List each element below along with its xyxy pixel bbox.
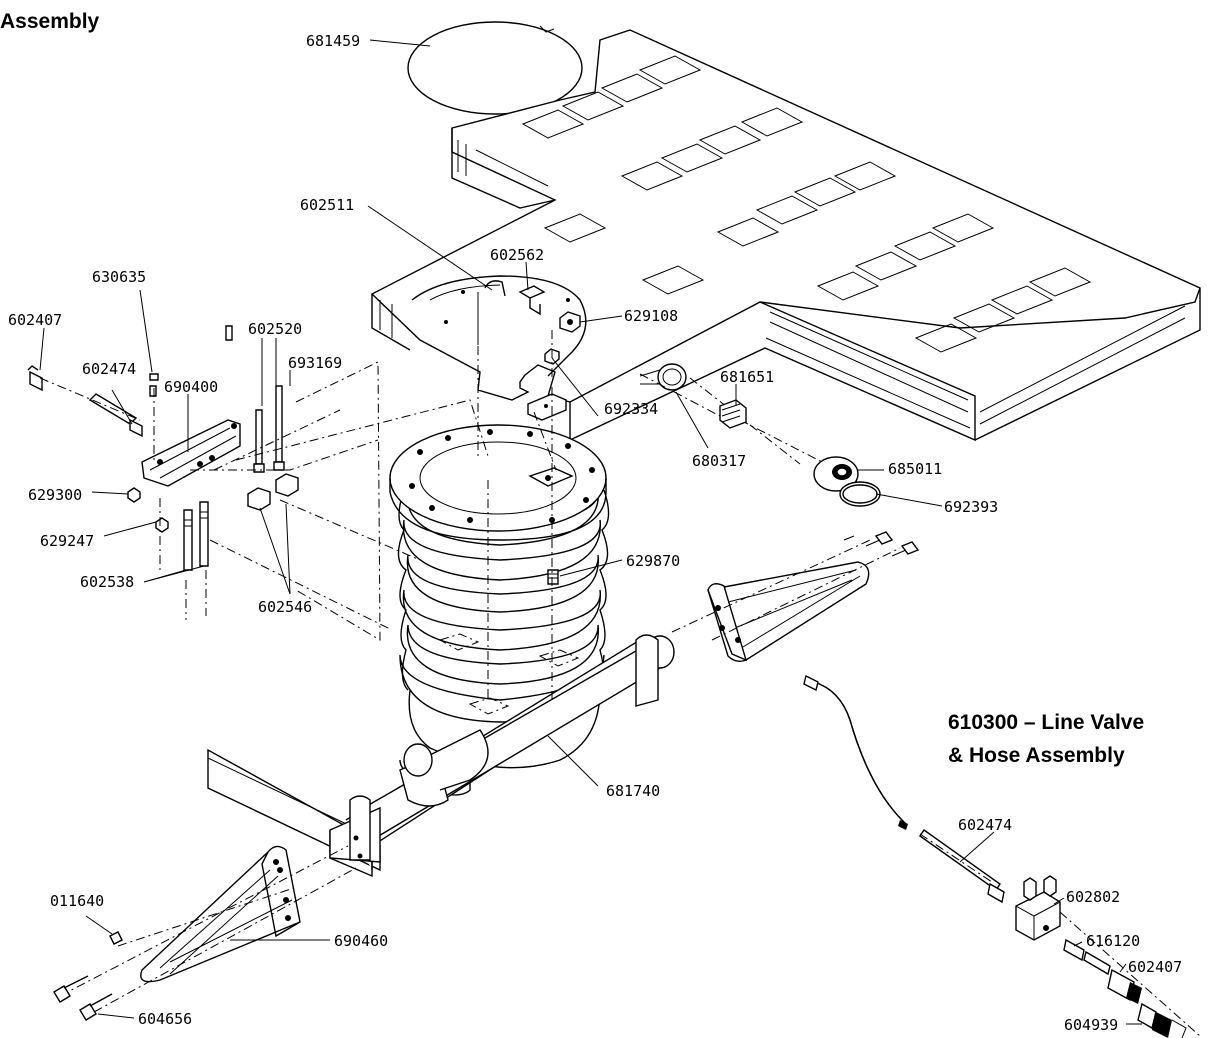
label-685011: 685011 bbox=[888, 460, 942, 478]
label-681459: 681459 bbox=[306, 32, 360, 50]
label-011640: 011640 bbox=[50, 892, 104, 910]
label-604656: 604656 bbox=[138, 1010, 192, 1028]
fittings-right bbox=[719, 399, 881, 507]
label-681651: 681651 bbox=[720, 368, 774, 386]
outrigger-690460 bbox=[140, 845, 301, 983]
label-629870: 629870 bbox=[626, 552, 680, 570]
line-valve-title-line2: & Hose Assembly bbox=[948, 744, 1125, 767]
label-629108: 629108 bbox=[624, 307, 678, 325]
part-labels: 681459 602511 602562 629108 630635 60240… bbox=[8, 32, 1182, 1034]
outrigger-hardware bbox=[53, 931, 123, 1021]
label-602474-left: 602474 bbox=[82, 360, 136, 378]
leader-lines bbox=[39, 39, 1142, 1025]
lower-base-beam bbox=[207, 634, 675, 878]
label-602474-right: 602474 bbox=[958, 816, 1012, 834]
outrigger-right bbox=[707, 531, 920, 663]
top-platform bbox=[370, 29, 1201, 442]
label-602546: 602546 bbox=[258, 598, 312, 616]
label-602520: 602520 bbox=[248, 320, 302, 338]
line-valve-hose-assembly bbox=[803, 674, 1187, 1038]
label-602407-right: 602407 bbox=[1128, 958, 1182, 976]
label-602407-left: 602407 bbox=[8, 311, 62, 329]
label-602562: 602562 bbox=[490, 246, 544, 264]
label-602538: 602538 bbox=[80, 573, 134, 591]
label-693169: 693169 bbox=[288, 354, 342, 372]
label-680317: 680317 bbox=[692, 452, 746, 470]
label-629300: 629300 bbox=[28, 486, 82, 504]
label-681740: 681740 bbox=[606, 782, 660, 800]
line-valve-title-line1: 610300 – Line Valve bbox=[948, 711, 1144, 734]
label-690460: 690460 bbox=[334, 932, 388, 950]
disc-681459 bbox=[407, 21, 583, 115]
label-604939: 604939 bbox=[1064, 1016, 1118, 1034]
assembly-title: Assembly bbox=[0, 10, 100, 33]
label-616120: 616120 bbox=[1086, 932, 1140, 950]
label-602802: 602802 bbox=[1066, 888, 1120, 906]
label-602511: 602511 bbox=[300, 196, 354, 214]
label-692393: 692393 bbox=[944, 498, 998, 516]
label-630635: 630635 bbox=[92, 268, 146, 286]
label-690400: 690400 bbox=[164, 378, 218, 396]
label-629247: 629247 bbox=[40, 532, 94, 550]
label-692334: 692334 bbox=[604, 400, 658, 418]
assembly-centerlines bbox=[39, 330, 1201, 1037]
